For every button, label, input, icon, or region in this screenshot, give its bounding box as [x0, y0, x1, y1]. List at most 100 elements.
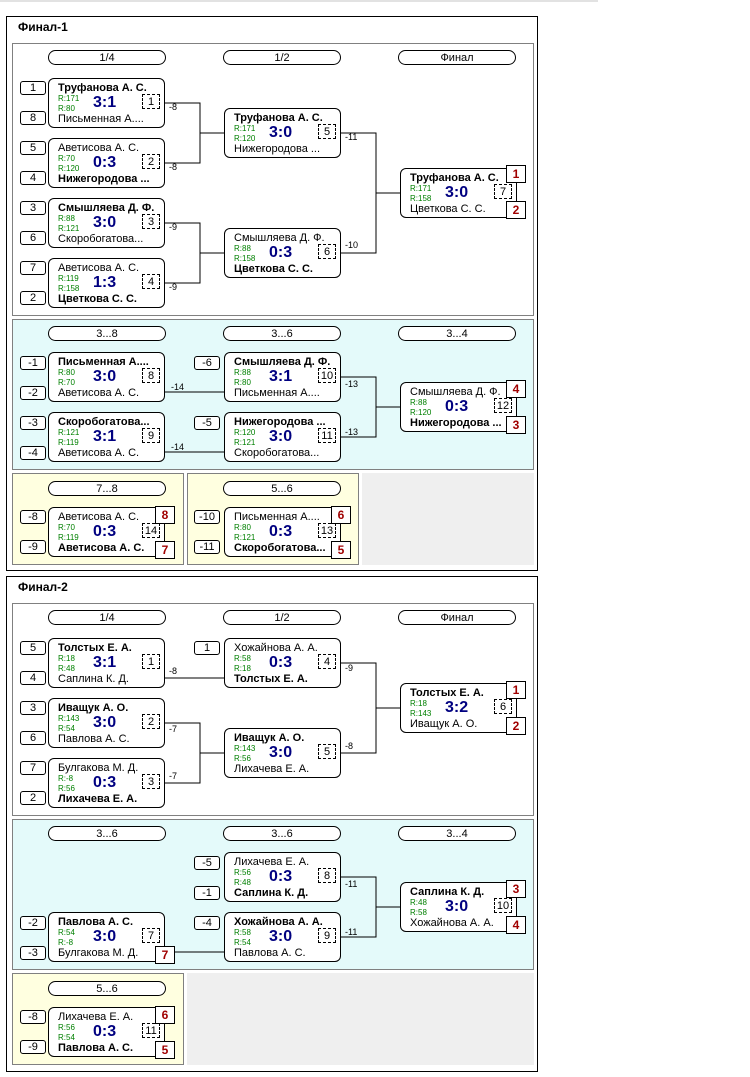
player-1-rating: R:88 — [234, 368, 251, 377]
player-1-name: Иващук А. О. — [58, 702, 129, 714]
f2-header-quarterfinal: 1/4 — [48, 610, 166, 625]
player-2-name: Скоробогатова... — [58, 233, 144, 245]
f2c-seed: -1 — [194, 886, 220, 900]
f1-p56-header: 5...6 — [223, 481, 341, 496]
match-number: 9 — [318, 928, 336, 943]
player-2-rating: R:18 — [234, 664, 251, 673]
player-2-name: Лихачева Е. А. — [234, 763, 310, 775]
f2c-place: 3 — [506, 880, 526, 898]
f2-loser-label: -7 — [169, 771, 178, 781]
match-number: 4 — [142, 274, 160, 289]
player-2-name: Павлова А. С. — [234, 947, 306, 959]
f1c-place: 4 — [506, 380, 526, 398]
f1-p56-place: 6 — [331, 506, 351, 524]
f2-seed: 3 — [20, 701, 46, 715]
player-2-rating: R:54 — [234, 938, 251, 947]
f2-seed: 4 — [20, 671, 46, 685]
match-score: 0:3 — [93, 1023, 117, 1040]
f2-p56-place: 6 — [155, 1006, 175, 1024]
f1c-loser-label: -14 — [171, 382, 185, 392]
match-score: 0:3 — [269, 244, 293, 261]
player-2-rating: R:70 — [58, 378, 75, 387]
match-score: 0:3 — [93, 523, 117, 540]
player-1-name: Аветисова А. С. — [58, 262, 140, 274]
player-1-rating: R:70 — [58, 523, 75, 532]
player-2-rating: R:80 — [58, 104, 75, 113]
f1c-seed: -4 — [20, 446, 46, 460]
f2-header-semifinal: 1/2 — [223, 610, 341, 625]
f2-loser-label: -8 — [345, 741, 354, 751]
player-2-rating: R:120 — [234, 134, 256, 143]
player-1-name: Иващук А. О. — [234, 732, 305, 744]
f1c-conn — [341, 407, 377, 438]
player-1-name: Скоробогатова... — [58, 416, 150, 428]
match-score: 0:3 — [269, 654, 293, 671]
top-divider — [0, 0, 598, 2]
match-score: 3:1 — [93, 654, 117, 671]
match-number: 14 — [142, 523, 160, 538]
player-1-name: Аветисова А. С. — [58, 511, 140, 523]
player-1-name: Хожайнова А. А. — [234, 642, 318, 654]
f1-loser-label: -8 — [169, 162, 178, 172]
match-score: 3:0 — [93, 214, 117, 231]
f1-p56-seed: -11 — [194, 540, 220, 554]
f2c-seed: -4 — [194, 916, 220, 930]
player-1-name: Саплина К. Д. — [410, 886, 485, 898]
f2-conn — [341, 662, 400, 709]
player-2-name: Цветкова С. С. — [410, 203, 486, 215]
f2-header-final: Финал — [398, 610, 516, 625]
f1-header-quarterfinal: 1/4 — [48, 50, 166, 65]
f1-header-final: Финал — [398, 50, 516, 65]
f1-loser-label: -10 — [345, 240, 359, 250]
player-2-name: Павлова А. С. — [58, 733, 130, 745]
player-1-name: Смышляева Д. Ф. — [58, 202, 155, 214]
f1-conn — [165, 222, 224, 254]
player-2-name: Саплина К. Д. — [58, 673, 129, 685]
player-2-rating: R:54 — [58, 724, 75, 733]
f1-loser-label: -11 — [345, 132, 358, 142]
f1-p78-place: 8 — [155, 506, 175, 524]
f2-loser-label: -7 — [169, 724, 178, 734]
f2-seed: 2 — [20, 791, 46, 805]
player-1-rating: R:171 — [410, 184, 432, 193]
player-1-rating: R:88 — [58, 214, 75, 223]
player-2-name: Письменная А.... — [234, 387, 320, 399]
match-score: 3:0 — [93, 368, 117, 385]
player-2-name: Иващук А. О. — [410, 718, 478, 730]
player-1-name: Толстых Е. А. — [58, 642, 132, 654]
match-number: 1 — [142, 654, 160, 669]
f2-place-2: 2 — [506, 717, 526, 735]
player-1-rating: R:80 — [58, 368, 75, 377]
f2-loser-label: -9 — [345, 663, 354, 673]
f2c-header: 3...6 — [48, 826, 166, 841]
player-2-name: Цветкова С. С. — [58, 293, 137, 305]
player-1-rating: R:18 — [410, 699, 427, 708]
match-number: 8 — [318, 868, 336, 883]
match-number: 6 — [318, 244, 336, 259]
player-2-name: Аветисова А. С. — [58, 542, 145, 554]
player-2-name: Скоробогатова... — [234, 447, 320, 459]
player-1-rating: R:48 — [410, 898, 427, 907]
player-2-name: Саплина К. Д. — [234, 887, 309, 899]
match-number: 5 — [318, 124, 336, 139]
f1-p78-place: 7 — [155, 541, 175, 559]
player-1-name: Письменная А.... — [58, 356, 149, 368]
player-2-rating: R:119 — [58, 438, 79, 447]
f1-header-semifinal: 1/2 — [223, 50, 341, 65]
f1-seed: 5 — [20, 141, 46, 155]
final-2-title: Финал-2 — [18, 580, 68, 594]
f1-conn — [341, 132, 400, 194]
player-1-rating: R:70 — [58, 154, 75, 163]
f1-seed: 6 — [20, 231, 46, 245]
player-1-rating: R:18 — [58, 654, 75, 663]
player-1-name: Лихачева Е. А. — [58, 1011, 134, 1023]
